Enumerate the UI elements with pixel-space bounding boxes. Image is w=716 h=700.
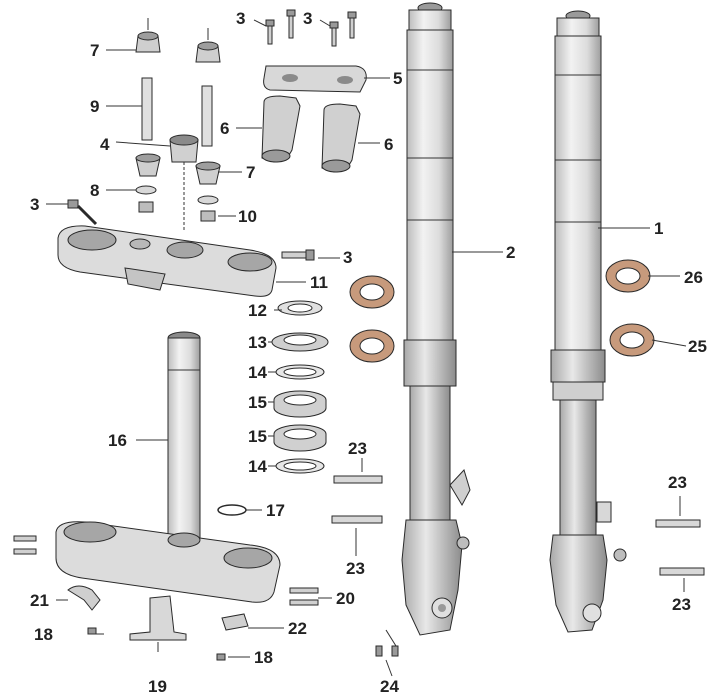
pinch-bolt — [281, 249, 315, 261]
callout-5: 5 — [393, 69, 402, 88]
callout-25: 25 — [688, 337, 707, 356]
lower-triple-clamp — [55, 521, 281, 603]
rubber-mount-top — [135, 18, 221, 63]
clamp-bolt — [67, 199, 98, 226]
oil-seal-rings — [349, 259, 655, 363]
upper-triple-clamp — [57, 225, 277, 297]
hose-clip-right — [221, 613, 249, 631]
callout-11: 11 — [310, 273, 328, 292]
callout-23: 23 — [346, 559, 365, 578]
callout-23: 23 — [348, 439, 367, 458]
callout-16: 16 — [108, 431, 127, 450]
callout-14: 14 — [248, 363, 267, 382]
washer-nut-left — [135, 185, 157, 213]
hose-clip-left — [67, 585, 101, 611]
callout-6: 6 — [384, 135, 393, 154]
riser-rod — [141, 77, 213, 147]
callout-17: 17 — [266, 501, 285, 520]
handlebar-riser — [261, 95, 361, 173]
caliper-bolts — [375, 645, 399, 657]
callout-23: 23 — [668, 473, 687, 492]
callout-23: 23 — [672, 595, 691, 614]
callout-21: 21 — [30, 591, 49, 610]
leader-lines — [46, 19, 687, 677]
callout-3: 3 — [236, 9, 245, 28]
fork-leg-right — [549, 10, 627, 633]
callout-10: 10 — [238, 207, 257, 226]
center-bracket — [129, 595, 187, 641]
callout-7: 7 — [246, 163, 255, 182]
callout-24: 24 — [380, 677, 399, 696]
callout-labels: 1 2 3 3 3 3 4 5 6 6 7 7 8 9 10 11 12 13 … — [30, 9, 707, 696]
callout-15: 15 — [248, 393, 267, 412]
callout-13: 13 — [248, 333, 267, 352]
callout-3: 3 — [343, 248, 352, 267]
callout-2: 2 — [506, 243, 515, 262]
callout-12: 12 — [248, 301, 267, 320]
callout-1: 1 — [654, 219, 663, 238]
callout-4: 4 — [100, 135, 110, 154]
riser-bolts — [265, 9, 357, 47]
washer-nut-right — [197, 195, 219, 222]
rubber-mount-lower — [135, 153, 221, 185]
callout-18: 18 — [254, 648, 273, 667]
lower-clamp-bolts — [13, 535, 319, 606]
callout-15: 15 — [248, 427, 267, 446]
callout-9: 9 — [90, 97, 99, 116]
callout-26: 26 — [684, 268, 703, 287]
steering-bearing-stack — [271, 300, 329, 474]
callout-22: 22 — [288, 619, 307, 638]
fork-leg-left — [401, 2, 471, 636]
steering-stem — [167, 331, 201, 539]
axle-pinch-bolts — [331, 475, 705, 576]
callout-18: 18 — [34, 625, 53, 644]
center-collar — [169, 134, 199, 232]
callout-20: 20 — [336, 589, 355, 608]
callout-14: 14 — [248, 457, 267, 476]
callout-6: 6 — [220, 119, 229, 138]
callout-8: 8 — [90, 181, 99, 200]
callout-19: 19 — [148, 677, 167, 696]
callout-3: 3 — [30, 195, 39, 214]
callout-7: 7 — [90, 41, 99, 60]
handlebar-clamp-top — [263, 65, 367, 93]
circlip — [217, 504, 247, 516]
callout-3: 3 — [303, 9, 312, 28]
